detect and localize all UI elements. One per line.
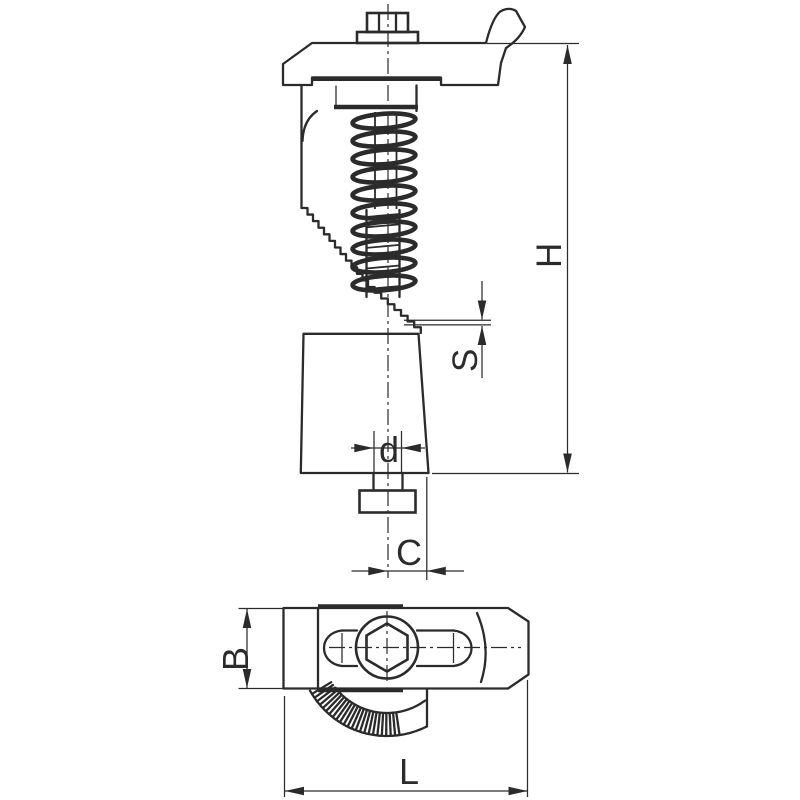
dim-label-L: L [399, 751, 419, 792]
s-gap-lines [404, 319, 491, 326]
spring-coils [350, 111, 418, 293]
body-outline-top-view [282, 606, 530, 690]
c-arrow-left [426, 566, 446, 576]
slot-right-end-arc [452, 629, 473, 668]
stud-hidden-lines [373, 431, 403, 472]
fan-hatch-lines [311, 681, 401, 737]
c-arrow-right [368, 566, 388, 576]
h-arrow-down [563, 453, 572, 473]
housing-body [300, 84, 418, 210]
s-arrow-down [477, 300, 487, 320]
dim-label-C: C [396, 532, 422, 573]
b-arrow-up [242, 609, 252, 628]
l-extension-lines [283, 680, 529, 797]
dim-label-d: d [379, 429, 399, 470]
l-arrow-left [285, 786, 304, 796]
serrated-steps-upper [300, 206, 370, 289]
slot-left-end-arc [323, 629, 344, 668]
bottom-view [282, 604, 530, 738]
slot [323, 629, 473, 668]
lower-body [299, 332, 430, 475]
dim-label-S: S [446, 349, 485, 372]
b-extension-lines [238, 607, 284, 690]
stud-stem [372, 471, 404, 492]
dim-label-B: B [215, 647, 256, 671]
bolt-head-facets [377, 11, 398, 34]
dimension-S: S [446, 281, 487, 378]
dimension-B: B [215, 607, 284, 690]
dimension-L: L [283, 680, 529, 797]
d-arrow-right [354, 443, 374, 453]
slot-edges [340, 629, 455, 668]
housing-fillet-curve [301, 109, 319, 143]
h-arrow-up [563, 45, 572, 64]
l-arrow-right [508, 786, 528, 796]
s-arrow-up [477, 326, 487, 345]
bottom-nut [358, 489, 417, 514]
dimension-C: C [351, 477, 464, 580]
serrated-steps-lower [366, 285, 422, 335]
dimension-d: d [351, 429, 425, 470]
serrated-fan [308, 681, 429, 738]
dim-label-H: H [530, 243, 569, 268]
clamp-arm [281, 7, 527, 87]
d-arrow-left [401, 443, 421, 453]
b-arrow-down [242, 669, 252, 688]
dimension-H: H [432, 42, 579, 475]
side-view [281, 4, 527, 578]
